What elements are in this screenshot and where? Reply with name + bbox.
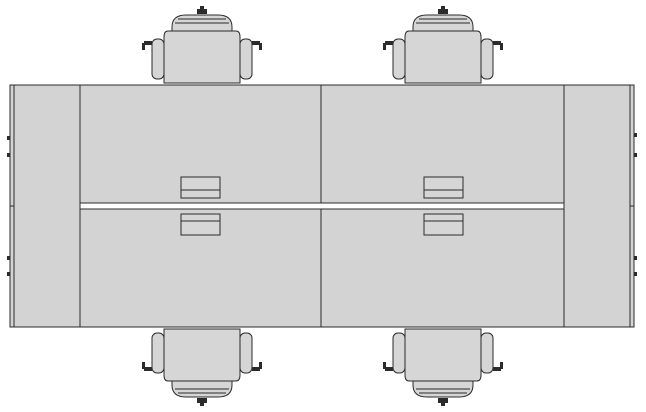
end-panel-right [563,84,637,328]
central-divider [79,202,565,210]
desk-cluster [7,84,637,328]
cable-tray-top-right [423,176,464,199]
chair-top-left [141,5,263,84]
end-panel-left [7,84,81,328]
cable-tray-bottom-right [423,213,464,236]
cable-tray-bottom-left [180,213,221,236]
chair-bottom-left [141,328,263,407]
cable-tray-top-left [180,176,221,199]
chair-top-right [382,5,504,84]
chair-bottom-right [382,328,504,407]
